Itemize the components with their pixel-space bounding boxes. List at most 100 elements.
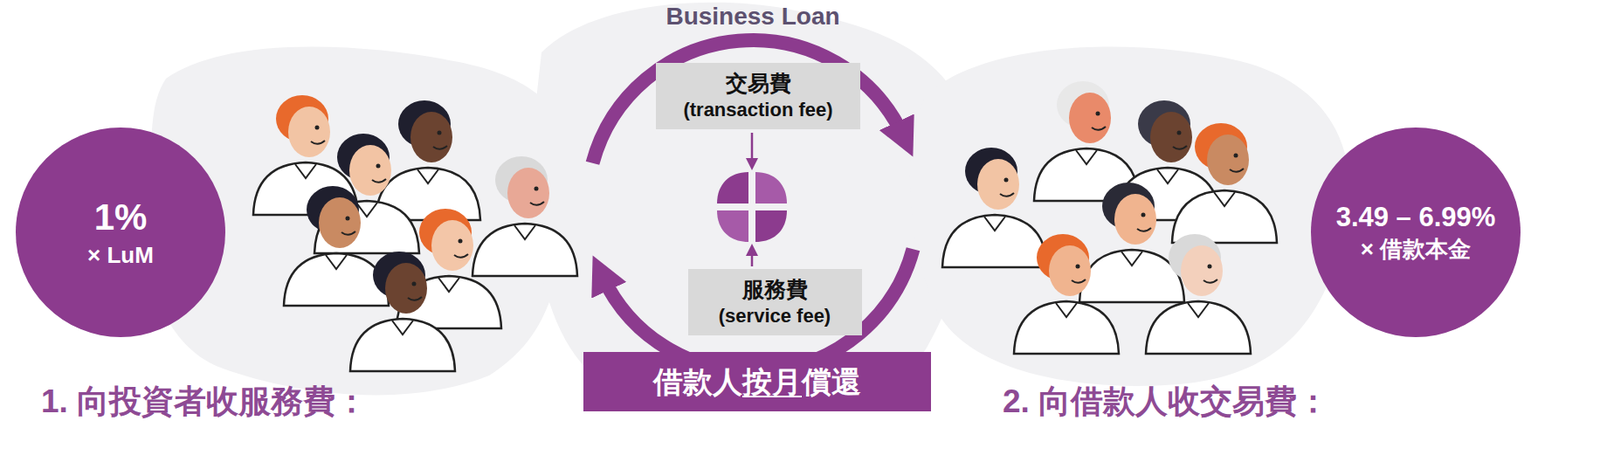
cycle-title: Business Loan (665, 3, 840, 31)
person-collar (1213, 192, 1235, 207)
person-eye (1075, 264, 1081, 269)
person-body (472, 223, 578, 276)
person-smile (433, 145, 448, 150)
circle-fill (15, 127, 226, 338)
person-smile (530, 201, 545, 206)
person-eye (534, 186, 539, 192)
person-eye (1234, 153, 1239, 159)
person-collar (295, 164, 317, 179)
person-face (318, 197, 361, 249)
person-eye (1177, 131, 1182, 136)
background-blob (910, 47, 1350, 387)
step-label: 1. 向投資者收服務費： (41, 384, 368, 421)
person-eye (458, 239, 463, 244)
person-eye (1004, 178, 1009, 183)
step-label: 2. 向借款人收交易費： (1002, 384, 1330, 421)
fee-rate-circle: 1%× LuM (15, 127, 226, 338)
fee-rate-circle: 3.49 – 6.99%× 借款本金 (1310, 127, 1521, 338)
person-collar (1055, 303, 1077, 318)
person-eye (315, 125, 320, 131)
node-title: 1% (94, 193, 148, 242)
person (1145, 234, 1251, 354)
person (1013, 234, 1119, 354)
person-smile (1071, 279, 1086, 283)
background-blob (531, 2, 976, 410)
person-collar (1157, 169, 1179, 184)
person-face (1180, 245, 1223, 297)
person-smile (341, 231, 356, 235)
circle-fill (1310, 127, 1521, 338)
node-title: 3.49 – 6.99% (1336, 200, 1497, 235)
person (350, 251, 456, 372)
person (1079, 182, 1185, 303)
person-face (288, 106, 331, 158)
person-face (1068, 92, 1111, 144)
fee-box: 服務費(service fee) (688, 268, 863, 336)
person (283, 186, 389, 306)
fee-arrow (751, 132, 754, 165)
person-body (283, 253, 389, 306)
person-collar (392, 320, 414, 335)
person-collar (514, 225, 536, 240)
person-face (431, 220, 474, 271)
person-smile (1229, 168, 1244, 173)
person-eye (1141, 213, 1146, 218)
person-smile (1203, 279, 1218, 283)
circle-shape (1310, 127, 1521, 338)
person-eye (1096, 111, 1101, 117)
logo-part (717, 210, 749, 242)
person-face (1206, 134, 1249, 186)
person-smile (372, 179, 387, 183)
person-face (977, 158, 1020, 210)
person-collar (984, 216, 1006, 231)
person-eye (376, 164, 381, 169)
person (375, 100, 481, 221)
person-smile (407, 296, 422, 301)
person-face (1150, 111, 1193, 163)
person-body (1013, 301, 1119, 354)
person-eye (345, 216, 351, 221)
person (1034, 81, 1139, 201)
person-eye (1207, 264, 1213, 269)
person-smile (1091, 126, 1106, 131)
person-smile (1137, 227, 1152, 232)
node-title: 交易費 (725, 68, 792, 98)
repayment-band: 借款人按月償還 (583, 351, 932, 412)
person-face (410, 111, 453, 163)
person-body (1145, 301, 1251, 354)
person-collar (325, 255, 347, 269)
person-eye (437, 131, 442, 136)
person-collar (1075, 150, 1097, 165)
person-collar (438, 277, 460, 292)
node-subtitle: (transaction fee) (682, 97, 833, 124)
person-face (349, 144, 392, 196)
person-collar (417, 169, 439, 184)
person-body (942, 214, 1048, 268)
node-title: 服務費 (742, 275, 808, 304)
logo-part (755, 210, 787, 242)
fee-box: 交易費(transaction fee) (655, 62, 861, 130)
person-smile (1172, 145, 1187, 150)
person-body (350, 318, 456, 372)
person-smile (1000, 193, 1014, 197)
person (1172, 123, 1277, 243)
person-smile (310, 140, 325, 145)
person (472, 156, 578, 276)
fee-arrow (751, 249, 754, 267)
person-smile (454, 254, 469, 258)
person-eye (412, 282, 417, 287)
person-collar (1187, 303, 1209, 318)
person (942, 147, 1048, 268)
person-collar (1121, 251, 1143, 266)
text-underline (742, 395, 802, 398)
node-subtitle: × 借款本金 (1360, 234, 1471, 265)
person-face (1114, 193, 1157, 245)
logo-part (755, 172, 787, 204)
person-face (507, 167, 550, 219)
platform-logo (717, 172, 787, 242)
person-face (1048, 245, 1091, 297)
cycle-arrow (593, 40, 904, 164)
node-subtitle: (service fee) (718, 303, 831, 330)
person-face (385, 262, 428, 314)
